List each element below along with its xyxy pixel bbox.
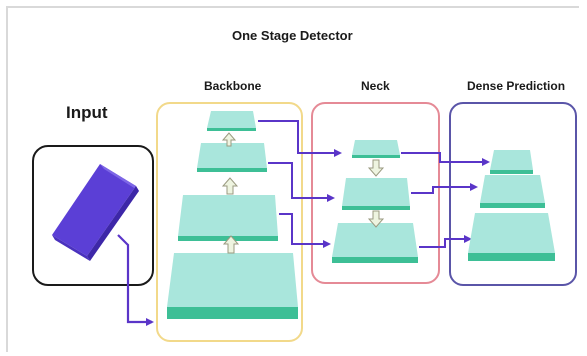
neck-to-prediction-arrow xyxy=(401,152,490,166)
backbone-box xyxy=(156,102,303,342)
dense-prediction-label: Dense Prediction xyxy=(467,79,566,93)
down-arrow-icon xyxy=(367,159,385,177)
backbone-label: Backbone xyxy=(204,79,262,93)
backbone-to-neck-arrow xyxy=(268,162,335,202)
up-arrow-icon xyxy=(222,235,240,254)
neck-to-prediction-arrow xyxy=(411,183,478,194)
neck-label: Neck xyxy=(361,79,390,93)
input-box xyxy=(32,145,154,286)
backbone-layer-1 xyxy=(207,111,256,131)
backbone-to-neck-arrow xyxy=(279,213,331,248)
neck-layer-3 xyxy=(332,223,418,263)
backbone-layer-3 xyxy=(178,195,278,241)
neck-layer-1 xyxy=(352,140,400,158)
diagram-title: One Stage Detector xyxy=(232,28,353,43)
backbone-to-neck-arrow xyxy=(258,120,342,157)
down-arrow-icon xyxy=(367,210,385,228)
up-arrow-icon xyxy=(221,177,239,195)
backbone-layer-2 xyxy=(197,143,267,172)
input-to-backbone-arrow xyxy=(117,234,154,326)
neck-layer-2 xyxy=(342,178,410,210)
prediction-layer-1 xyxy=(490,150,533,174)
prediction-layer-2 xyxy=(480,175,545,208)
neck-box xyxy=(311,102,440,284)
backbone-layer-4 xyxy=(167,253,298,319)
up-arrow-icon xyxy=(221,132,237,147)
input-label: Input xyxy=(66,103,108,122)
neck-to-prediction-arrow xyxy=(419,235,472,248)
dense-prediction-box xyxy=(449,102,577,286)
prediction-layer-3 xyxy=(468,213,555,261)
input-image-block xyxy=(52,164,139,261)
